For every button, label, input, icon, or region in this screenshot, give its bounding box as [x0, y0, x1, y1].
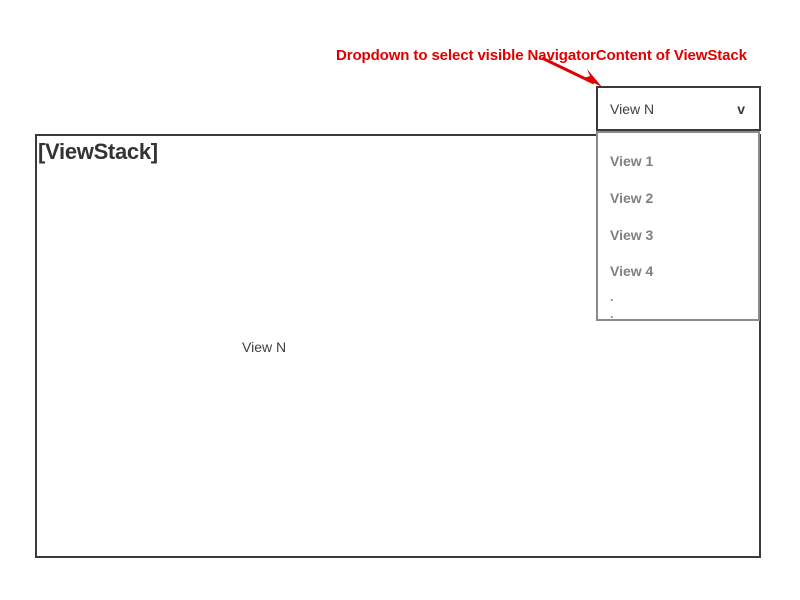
annotation-label: Dropdown to select visible NavigatorCont…	[336, 47, 747, 64]
dropdown-continuation-mark: .	[610, 306, 614, 321]
dropdown-item-view-4[interactable]: View 4	[610, 263, 654, 279]
dropdown-selected-value: View N	[610, 100, 655, 117]
dropdown-list-panel[interactable]: View 1 View 2 View 3 View 4 . .	[596, 131, 760, 321]
dropdown-item-view-2[interactable]: View 2	[610, 190, 654, 206]
view-selector-dropdown[interactable]: View N v	[596, 86, 761, 131]
dropdown-item-view-1[interactable]: View 1	[610, 153, 654, 169]
chevron-down-icon: v	[737, 100, 745, 117]
dropdown-item-view-3[interactable]: View 3	[610, 227, 654, 243]
arrow-pointer-icon	[541, 56, 602, 87]
viewstack-title: [ViewStack]	[38, 139, 158, 164]
dropdown-continuation-mark: .	[610, 289, 614, 304]
viewstack-active-view-label: View N	[242, 339, 287, 355]
